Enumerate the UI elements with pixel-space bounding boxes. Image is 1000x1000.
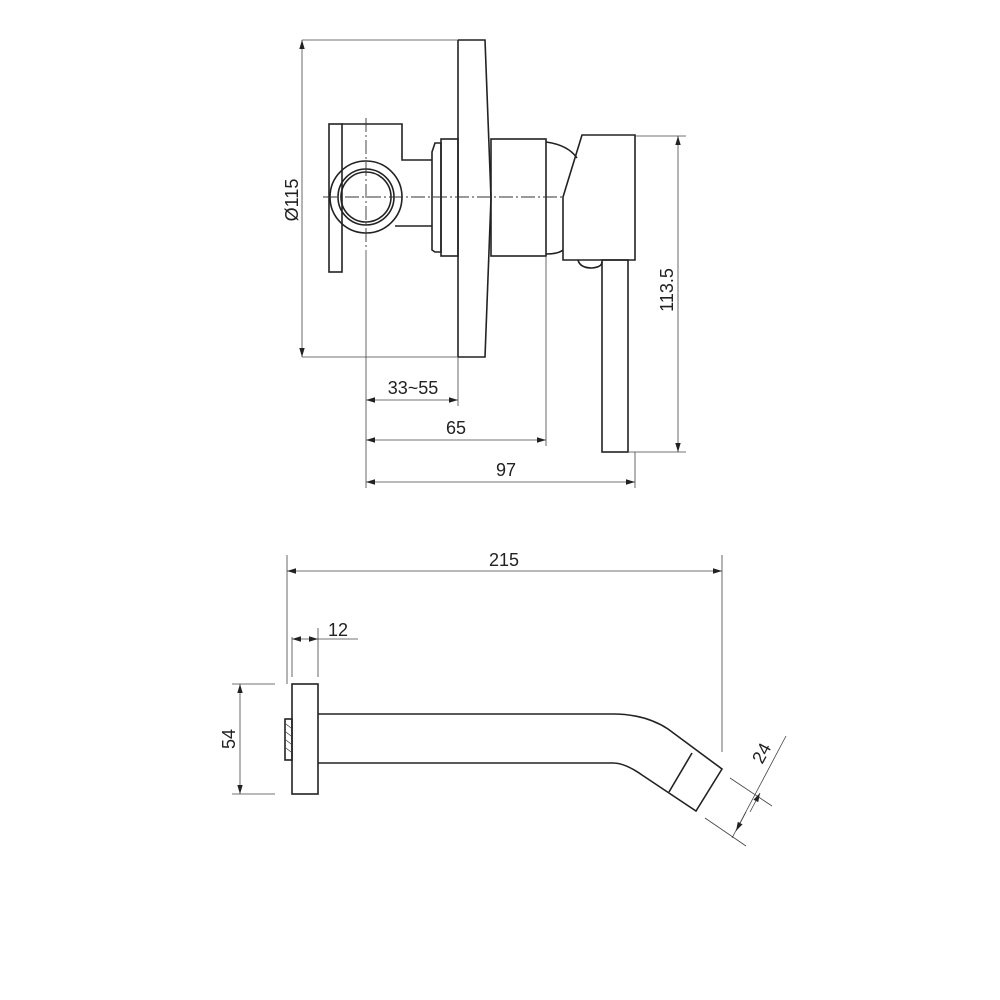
handle-hub — [562, 134, 636, 261]
dimension-height: 113.5 — [628, 135, 686, 453]
outlet-diameter-label: 24 — [748, 740, 775, 767]
dimension-wall-depth: 33~55 — [366, 378, 458, 403]
mounting-bracket — [328, 123, 343, 273]
dimension-body-depth: 65 — [366, 418, 546, 443]
body-dome — [545, 141, 578, 255]
mixer-body — [490, 138, 547, 257]
handle-lever — [601, 259, 629, 453]
handle-stop — [577, 259, 603, 269]
thread-hatch — [285, 723, 292, 753]
dimension-diameter: Ø115 — [282, 39, 458, 358]
dimension-flange-thickness: 12 — [291, 620, 358, 677]
height-label: 113.5 — [657, 268, 677, 312]
wall-depth-label: 33~55 — [388, 378, 439, 398]
cartridge-collar — [440, 138, 459, 257]
cover-plate — [457, 39, 492, 358]
dimension-length: 215 — [286, 550, 723, 752]
depth-extension-lines — [365, 250, 636, 488]
bracket-arm — [342, 123, 432, 227]
cartridge-nut — [431, 142, 442, 253]
body-depth-label: 65 — [446, 418, 466, 438]
spout-thread — [284, 718, 293, 761]
aerator-line — [668, 752, 693, 793]
total-depth-label: 97 — [496, 460, 516, 480]
dimension-total-depth: 97 — [366, 460, 635, 485]
flange-diameter-label: 54 — [219, 729, 239, 749]
mixer-side-view: Ø115 113.5 33~55 65 97 — [282, 39, 686, 488]
spout-pipe — [318, 713, 724, 813]
spout-flange — [291, 683, 319, 795]
diameter-label: Ø115 — [282, 179, 302, 222]
flange-thickness-label: 12 — [328, 620, 348, 640]
length-label: 215 — [489, 550, 519, 570]
dimension-outlet-diameter: 24 — [704, 735, 787, 847]
spout-side-view: 215 12 54 24 — [219, 550, 787, 847]
dimension-flange-diameter: 54 — [219, 683, 275, 795]
